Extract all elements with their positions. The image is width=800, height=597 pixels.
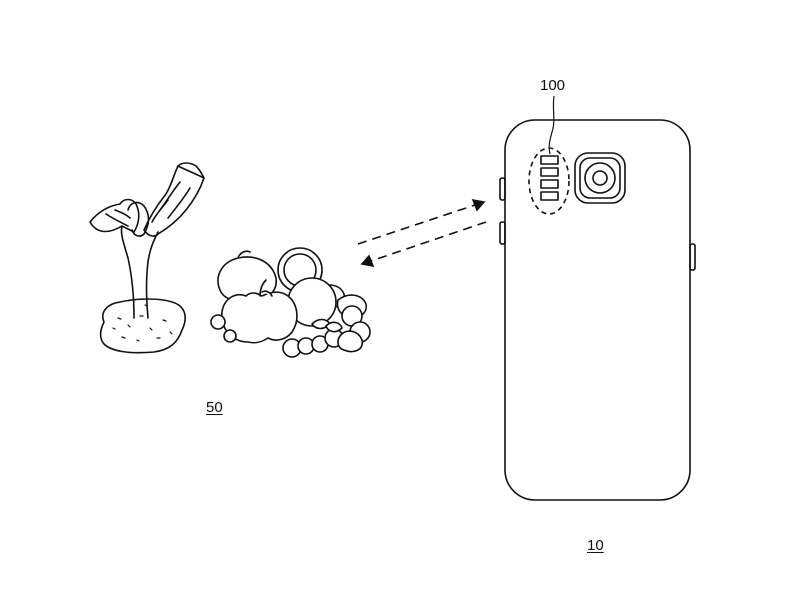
objects-reference-label: 50 [206,400,223,415]
right-leaf [144,166,204,236]
phone-body [505,120,690,500]
sensor-element-1 [541,156,558,164]
outgoing-signal-arrow [358,204,478,244]
device-reference-label: 10 [587,538,604,553]
power-button [690,244,695,270]
phone-drawing [500,96,695,500]
signal-arrows [358,200,486,266]
soil-texture [113,305,172,341]
plant-drawing [90,163,204,353]
volume-up-button [500,178,505,200]
camera-lens [585,163,615,193]
sensor-element-2 [541,168,558,176]
volume-down-button [500,222,505,244]
plant-stem [121,226,134,318]
sensor-reference-label: 100 [540,78,565,93]
sensor-element-4 [541,192,558,200]
soil-mound [101,299,186,353]
sensor-highlight-ellipse [529,148,569,214]
incoming-signal-arrow [368,222,486,262]
fruit-pile-drawing [211,248,370,357]
sensor-element-3 [541,180,558,188]
sensor-leader-line [549,96,554,154]
